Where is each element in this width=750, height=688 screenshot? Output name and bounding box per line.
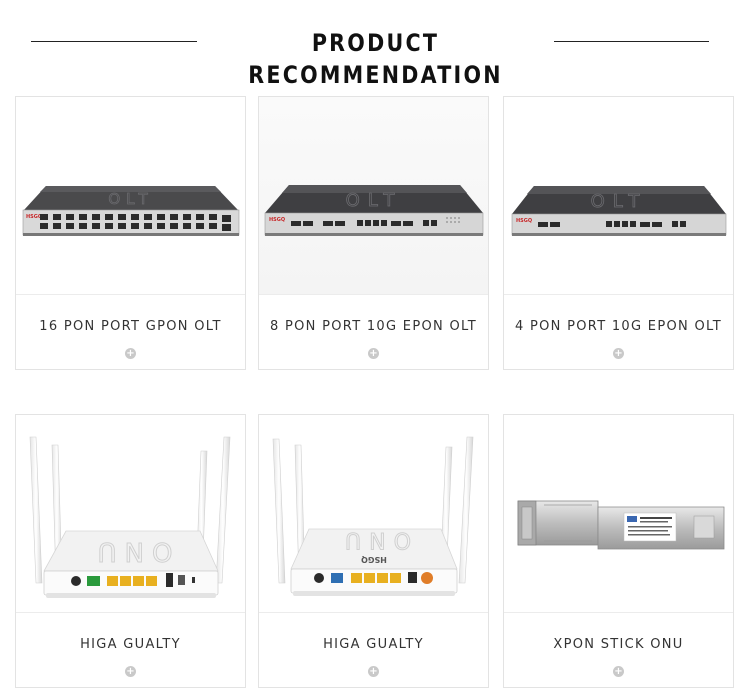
brand-logo-text: HSGQ bbox=[516, 218, 532, 224]
plus-circle-icon[interactable]: + bbox=[125, 348, 136, 359]
olt-device-illustration: OLT HSGQ bbox=[22, 186, 240, 236]
product-image[interactable]: HSGQ ONU bbox=[259, 415, 488, 612]
product-image[interactable]: OLT HSGQ bbox=[259, 97, 488, 294]
card-divider bbox=[504, 612, 733, 613]
product-image[interactable]: OLT HSGQ bbox=[504, 97, 733, 294]
product-card-onu-router-2[interactable]: HSGQ ONU HIGA GUALTY + bbox=[258, 414, 489, 688]
plus-circle-icon[interactable]: + bbox=[613, 666, 624, 677]
onu-router-illustration: HSGQ ONU bbox=[272, 436, 474, 596]
olt-device-illustration: OLT HSGQ bbox=[511, 186, 727, 236]
card-divider bbox=[16, 612, 245, 613]
onu-embossed-text: ONU bbox=[90, 536, 173, 566]
product-title[interactable]: 16 PON PORT GPON OLT bbox=[39, 319, 222, 334]
plus-circle-icon[interactable]: + bbox=[125, 666, 136, 677]
product-card-4-pon-10g-epon-olt[interactable]: OLT HSGQ 4 PON PORT 10G EPON OLT + bbox=[503, 96, 734, 370]
product-card-onu-router-1[interactable]: ONU HIGA GUALTY + bbox=[15, 414, 246, 688]
card-divider bbox=[16, 294, 245, 295]
product-image[interactable] bbox=[504, 415, 733, 612]
brand-logo-text: HSGQ bbox=[361, 555, 387, 564]
brand-logo-text: HSGQ bbox=[269, 217, 285, 223]
product-title[interactable]: HIGA GUALTY bbox=[80, 637, 181, 652]
card-divider bbox=[504, 294, 733, 295]
section-header: PRODUCT RECOMMENDATION bbox=[0, 0, 750, 89]
product-card-8-pon-10g-epon-olt[interactable]: OLT HSGQ 8 PON PORT 10G EPON OLT + bbox=[258, 96, 489, 370]
olt-device-illustration: OLT HSGQ bbox=[264, 185, 484, 236]
product-image[interactable]: ONU bbox=[16, 415, 245, 612]
header-rule-left bbox=[31, 41, 197, 42]
product-card-xpon-stick-onu[interactable]: XPON STICK ONU + bbox=[503, 414, 734, 688]
product-title[interactable]: 8 PON PORT 10G EPON OLT bbox=[270, 319, 477, 334]
product-title[interactable]: HIGA GUALTY bbox=[323, 637, 424, 652]
header-rule-right bbox=[554, 41, 709, 42]
card-divider bbox=[259, 612, 488, 613]
olt-embossed-text: OLT bbox=[346, 190, 403, 211]
onu-router-illustration: ONU bbox=[29, 436, 231, 598]
olt-embossed-text: OLT bbox=[591, 191, 648, 212]
onu-embossed-text: ONU bbox=[337, 527, 411, 552]
product-image[interactable]: OLT HSGQ bbox=[16, 97, 245, 294]
plus-circle-icon[interactable]: + bbox=[613, 348, 624, 359]
sfp-stick-illustration bbox=[517, 500, 725, 550]
brand-logo-text: HSGQ bbox=[26, 214, 42, 220]
olt-embossed-text: OLT bbox=[108, 190, 153, 208]
card-divider bbox=[259, 294, 488, 295]
product-title[interactable]: 4 PON PORT 10G EPON OLT bbox=[515, 319, 722, 334]
section-title: PRODUCT RECOMMENDATION bbox=[248, 29, 503, 89]
plus-circle-icon[interactable]: + bbox=[368, 666, 379, 677]
product-title[interactable]: XPON STICK ONU bbox=[553, 637, 684, 652]
plus-circle-icon[interactable]: + bbox=[368, 348, 379, 359]
product-card-16-pon-gpon-olt[interactable]: OLT HSGQ 16 PON PO bbox=[15, 96, 246, 370]
